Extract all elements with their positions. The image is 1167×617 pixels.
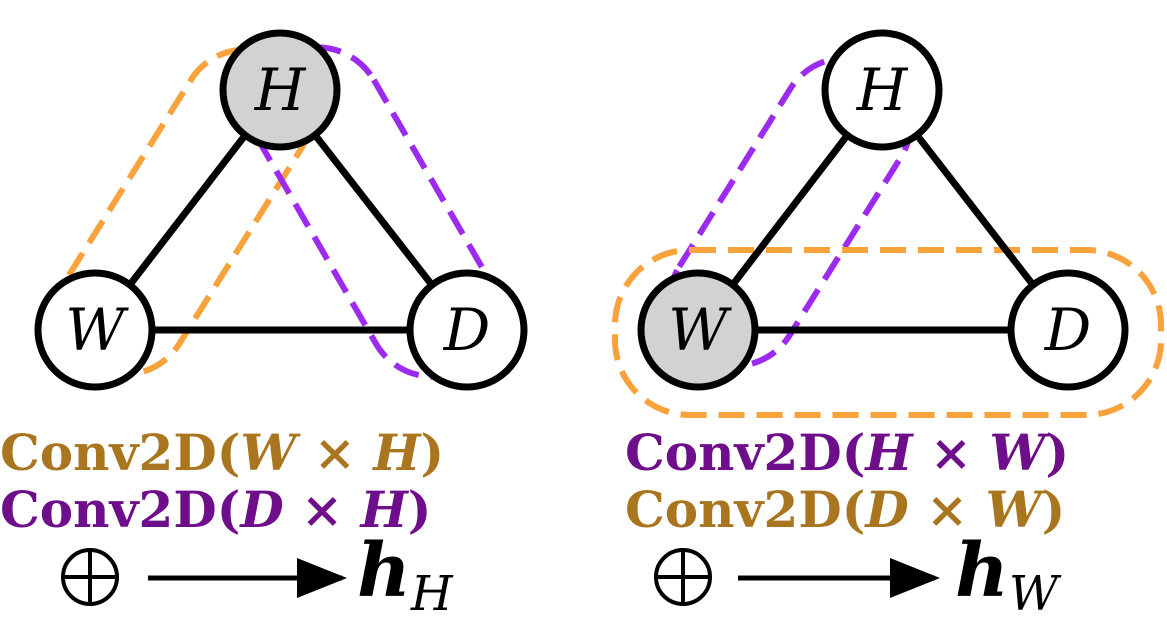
left-node-h-label: H: [254, 56, 307, 124]
right-oplus-icon: [654, 548, 712, 606]
right-node-d-label: D: [1044, 296, 1092, 364]
left-oplus-icon: [61, 548, 119, 606]
left-node-w-label: W: [65, 296, 129, 364]
left-node-d: D: [406, 269, 528, 391]
left-conv-line-2: Conv2D(D × H): [0, 480, 431, 539]
left-node-h: H: [219, 29, 341, 151]
left-output-label: hH: [357, 528, 454, 617]
right-conv-line-1: Conv2D(H × W): [625, 423, 1069, 482]
right-node-h: H: [821, 29, 943, 151]
left-node-d-label: D: [443, 296, 491, 364]
right-node-w-label: W: [668, 296, 732, 364]
left-conv-line-1: Conv2D(W × H): [0, 423, 444, 482]
right-node-h-label: H: [856, 56, 909, 124]
right-node-w: W: [637, 269, 759, 391]
left-panel: H W D Conv2D(W × H) Conv2D(D × H) hH: [0, 29, 528, 617]
left-node-w: W: [34, 269, 156, 391]
right-node-d: D: [1007, 269, 1129, 391]
right-panel: H W D Conv2D(H × W) Conv2D(D × W) hW: [612, 29, 1164, 617]
right-output-label: hW: [955, 528, 1062, 617]
right-orange-hull-w-d: [612, 247, 1164, 418]
right-conv-line-2: Conv2D(D × W): [625, 480, 1065, 539]
